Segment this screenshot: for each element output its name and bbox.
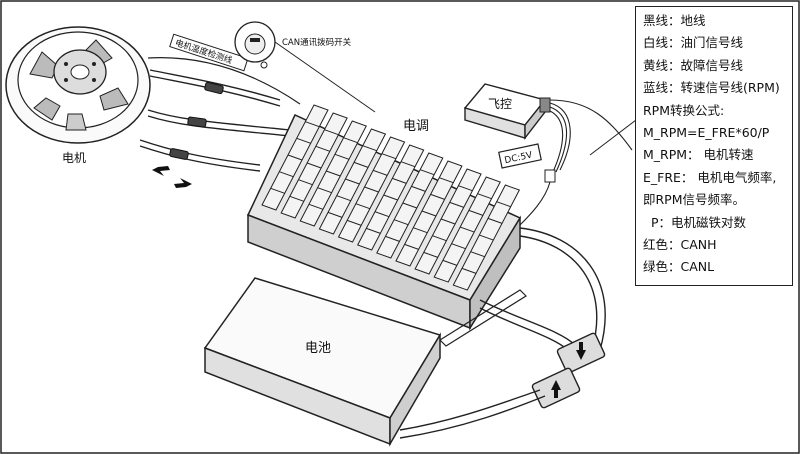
heatsink-fin-groove — [479, 234, 494, 241]
power-connector-top — [556, 332, 606, 374]
can-switch-label: CAN通讯拨码开关 — [282, 37, 352, 48]
heatsink-fin-groove — [477, 193, 492, 200]
heatsink-fin-groove — [327, 211, 343, 218]
heatsink-fin-groove — [402, 202, 417, 209]
arrow-icon — [152, 166, 170, 176]
battery-right-connector — [439, 289, 527, 347]
heatsink-fin-groove — [381, 153, 397, 160]
power-cables — [479, 227, 606, 351]
legend-white-wire: 白线：油门信号线 — [643, 35, 744, 51]
heatsink-fin-groove — [411, 185, 426, 192]
legend-p: P：电机磁铁对数 — [651, 214, 747, 230]
heatsink-fin-groove — [366, 227, 381, 234]
legend-m-rpm: M_RPM： 电机转速 — [643, 147, 754, 163]
heatsink-fin-groove — [287, 154, 303, 161]
heatsink-fin-groove — [347, 219, 362, 226]
heatsink-fin-groove — [298, 179, 313, 186]
motor-label: 电机 — [62, 151, 86, 165]
esc-unit — [246, 104, 522, 331]
wire-legend: 黑线：地线 白线：油门信号线 黄线：故障信号线 蓝线：转速信号线(RPM) RP… — [635, 6, 793, 286]
heatsink-fin-groove — [336, 195, 351, 202]
heatsink-fin-groove — [362, 145, 377, 152]
heatsink-fin-groove — [305, 121, 320, 128]
flight-controller-label: 飞控 — [488, 97, 512, 111]
heatsink-fin-groove — [345, 178, 360, 185]
heatsink-fin-groove — [343, 137, 358, 144]
heatsink-fin-groove — [470, 251, 485, 258]
temp-wire — [147, 57, 301, 105]
heatsink-fin-groove — [432, 235, 447, 242]
arrow-icon — [174, 178, 192, 188]
heatsink-fin-groove — [279, 171, 294, 178]
legend-rpm-formula: M_RPM=E_FRE*60/P — [643, 124, 770, 140]
heatsink-fin-groove — [461, 267, 477, 274]
legend-yellow-wire: 黄线：故障信号线 — [643, 57, 744, 73]
heatsink-fin-groove — [317, 187, 332, 194]
heatsink-fin-groove — [404, 243, 419, 250]
heatsink-fin-groove — [419, 169, 435, 176]
heatsink-fin-groove — [324, 129, 339, 136]
heatsink-fin-groove — [392, 177, 407, 184]
heatsink-fin-groove — [353, 161, 369, 168]
heatsink-fin-groove — [442, 259, 458, 266]
heatsink-fin-groove — [383, 194, 398, 201]
heatsink-fin-groove — [355, 203, 371, 210]
battery-cables — [399, 389, 546, 439]
battery — [203, 277, 442, 447]
arrow-down-icon — [576, 350, 586, 360]
heatsink-fin-groove — [315, 145, 330, 152]
legend-canl: 绿色：CANL — [643, 259, 715, 275]
heatsink-fin-groove — [468, 209, 484, 216]
heatsink-fin-groove — [458, 185, 473, 192]
heatsink-fin-groove — [364, 186, 379, 193]
legend-e-fre-note: 即RPM信号频率。 — [643, 192, 746, 208]
heatsink-fin-groove — [400, 161, 416, 168]
heatsink-fin-groove — [289, 195, 304, 202]
heatsink-fin-groove — [306, 162, 322, 169]
heatsink-fin-groove — [487, 217, 503, 224]
motor — [5, 26, 151, 144]
legend-blue-wire: 蓝线：转速信号线(RPM) — [643, 80, 780, 96]
legend-black-wire: 黑线：地线 — [643, 13, 706, 28]
arrow-up-icon — [551, 380, 561, 390]
power-connector-bottom — [531, 367, 581, 409]
heatsink-fin-groove — [308, 203, 324, 210]
heatsink-fin-groove — [413, 227, 428, 234]
heatsink-fin-groove — [393, 219, 409, 226]
heatsink-fin-groove — [421, 210, 437, 217]
heatsink-fin-groove — [439, 177, 454, 184]
heatsink-fin-groove — [440, 218, 456, 225]
heatsink-fin-groove — [449, 201, 464, 208]
heatsink-fin-groove — [385, 235, 400, 242]
heatsink-fin-groove — [460, 226, 475, 233]
heatsink-fin-groove — [451, 243, 466, 250]
heatsink-fin-groove — [374, 211, 390, 218]
heatsink-fin-groove — [296, 137, 311, 144]
flight-controller — [463, 83, 551, 141]
legend-e-fre: E_FRE： 电机电气频率, — [643, 169, 777, 185]
cable-connectors — [169, 81, 224, 160]
heatsink-fin-groove — [326, 170, 341, 177]
can-switch — [234, 21, 376, 113]
fc-signal-wires — [549, 99, 633, 175]
heatsink-fin-groove — [430, 193, 445, 200]
esc-label: 电调 — [403, 119, 429, 134]
heatsink-fin-groove — [373, 169, 388, 176]
heatsink-fin-groove — [270, 187, 285, 194]
heatsink-fin-groove — [423, 251, 438, 258]
heatsink-fin-groove — [496, 201, 511, 208]
dc-5v-connector: DC:5V — [498, 143, 556, 226]
esc-heatsink-fins — [261, 104, 521, 291]
legend-leader-line — [589, 119, 637, 156]
legend-rpm-title: RPM转换公式: — [643, 102, 725, 118]
battery-label: 电池 — [305, 341, 331, 356]
legend-canh: 红色：CANH — [643, 236, 717, 252]
heatsink-fin-groove — [334, 153, 350, 160]
